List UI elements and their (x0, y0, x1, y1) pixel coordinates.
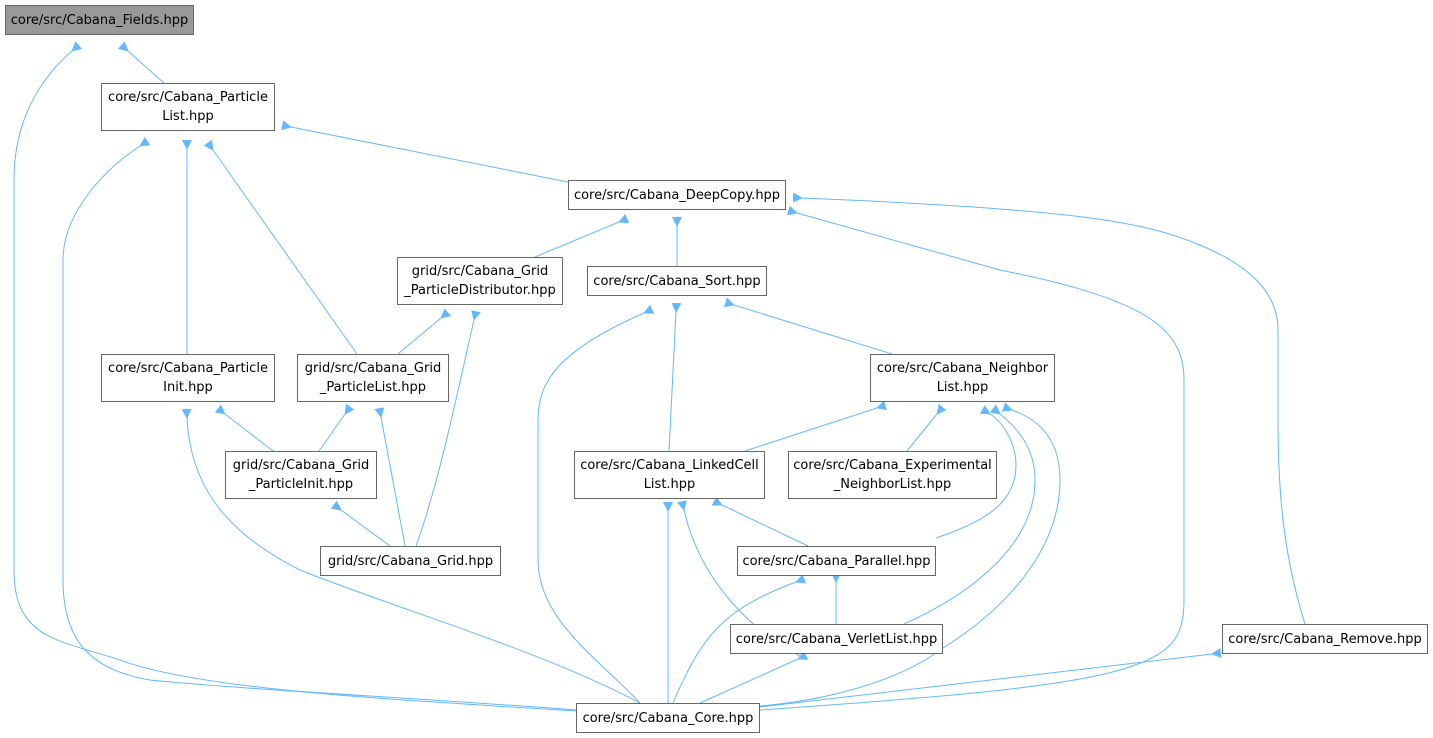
edge-linkedcell-to-sort (668, 302, 682, 452)
node-cabana-sort[interactable]: core/src/Cabana_Sort.hpp (587, 266, 767, 296)
node-label: List.hpp (643, 477, 696, 492)
node-label: grid/src/Cabana_Grid (232, 458, 370, 473)
edge-particlelist-to-fields (117, 41, 165, 84)
node-cabana-experimental-neighborlist[interactable]: core/src/Cabana_Experimental _NeighborLis… (788, 451, 997, 499)
node-label: core/src/Cabana_Core.hpp (582, 710, 754, 726)
edge-core-to-deepcopy (759, 205, 1185, 711)
node-label: core/src/Cabana_Parallel.hpp (742, 553, 931, 569)
node-label: core/src/Cabana_VerletList.hpp (735, 631, 938, 647)
edge-parallel-to-linkedcell (711, 496, 809, 547)
node-label: List.hpp (936, 380, 989, 395)
node-grid-particlelist[interactable]: grid/src/Cabana_Grid _ParticleList.hpp (297, 354, 449, 402)
edge-parallel-to-neighbor (935, 405, 1017, 539)
edge-gridpl-to-gridpd (397, 308, 452, 355)
node-label: core/src/Cabana_Particle (108, 90, 268, 105)
node-cabana-deepcopy[interactable]: core/src/Cabana_DeepCopy.hpp (568, 180, 786, 210)
edge-grid-to-gridpd (415, 310, 481, 547)
edge-core-to-parallel (672, 574, 807, 704)
edge-core-to-sort (537, 304, 655, 704)
node-grid-particledistributor[interactable]: grid/src/Cabana_Grid _ParticleDistributor… (397, 257, 563, 305)
node-label: _ParticleInit.hpp (248, 477, 354, 492)
edge-core-to-particlelist (62, 136, 578, 711)
node-cabana-parallel[interactable]: core/src/Cabana_Parallel.hpp (737, 546, 936, 576)
node-label: core/src/Cabana_LinkedCell (580, 458, 759, 473)
edge-linkedcell-to-neighbor (744, 400, 888, 452)
node-cabana-remove[interactable]: core/src/Cabana_Remove.hpp (1222, 624, 1428, 654)
node-label: List.hpp (162, 109, 214, 124)
node-label: core/src/Cabana_Experimental (793, 458, 992, 473)
edge-deepcopy-to-particlelist (281, 120, 569, 183)
node-label: grid/src/Cabana_Grid.hpp (327, 553, 494, 569)
edge-expnl-to-neighbor (906, 403, 947, 452)
node-label: grid/src/Cabana_Grid (304, 361, 442, 376)
edge-grid-to-gridpi (330, 500, 391, 547)
node-label: grid/src/Cabana_Grid (411, 264, 549, 279)
node-label: core/src/Cabana_Neighbor (876, 361, 1049, 376)
edge-core-to-verlet (699, 650, 809, 704)
edge-core-to-remove (759, 647, 1222, 708)
edge-core-to-neighbor (759, 402, 1061, 707)
edge-grid-to-gridpl (374, 407, 406, 547)
node-label: core/src/Cabana_Sort.hpp (593, 273, 761, 289)
edge-core-to-fields (13, 41, 578, 712)
node-label: _NeighborList.hpp (833, 477, 952, 492)
edge-gridpi-to-gridpl (318, 403, 355, 452)
node-label: core/src/Cabana_Particle (108, 361, 268, 376)
node-label: core/src/Cabana_DeepCopy.hpp (573, 187, 781, 203)
edge-remove-to-deepcopy (792, 192, 1306, 625)
node-grid-cabana-grid[interactable]: grid/src/Cabana_Grid.hpp (320, 546, 501, 576)
edge-gridpi-to-pinit (214, 404, 274, 452)
node-cabana-verletlist[interactable]: core/src/Cabana_VerletList.hpp (730, 624, 943, 654)
node-cabana-fields: core/src/Cabana_Fields.hpp (5, 5, 194, 35)
node-grid-particleinit[interactable]: grid/src/Cabana_Grid _ParticleInit.hpp (225, 451, 377, 499)
node-cabana-core[interactable]: core/src/Cabana_Core.hpp (576, 703, 760, 733)
node-label: core/src/Cabana_Fields.hpp (10, 12, 189, 28)
edge-verlet-to-neighbor (903, 404, 1036, 625)
edge-core-to-pinit (181, 408, 641, 704)
node-label: core/src/Cabana_Remove.hpp (1228, 631, 1422, 647)
edge-neighbor-to-sort (723, 297, 893, 355)
node-label: _ParticleList.hpp (319, 380, 427, 395)
node-label: Init.hpp (163, 380, 213, 395)
node-label: _ParticleDistributor.hpp (404, 283, 556, 298)
edge-gridpd-to-deepcopy (534, 213, 630, 258)
edge-gridpl-to-particlelist (203, 139, 358, 355)
